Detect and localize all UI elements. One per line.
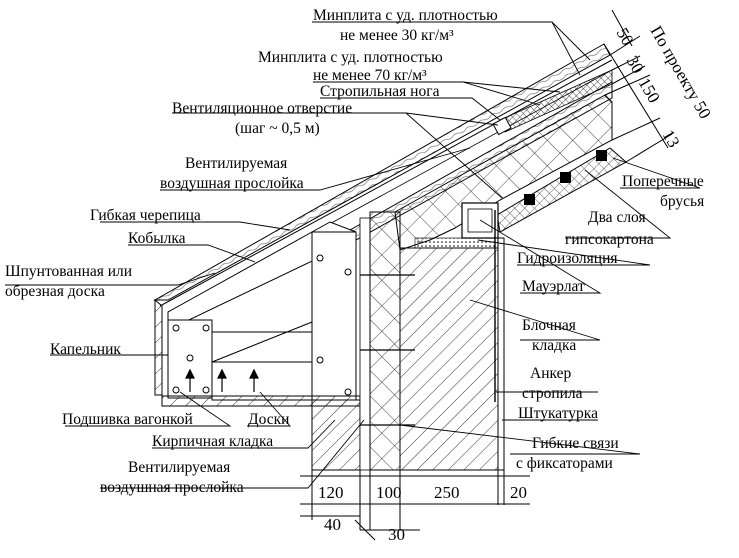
waterproofing-layer <box>414 237 499 249</box>
label-block-line1: Блочная <box>522 317 576 334</box>
label-vent-gap-top-line1: Вентилируемая <box>185 155 287 172</box>
sheathing-underside <box>159 59 613 307</box>
drip-edge <box>154 298 163 396</box>
eave-soffit <box>154 231 361 407</box>
label-kobylka: Кобылка <box>128 230 186 247</box>
label-block-line2: кладка <box>532 337 576 354</box>
label-gypsum-line2: гипсокартона <box>565 231 654 248</box>
label-minwool30-line1: Минплита с уд. плотностью <box>313 7 498 24</box>
dim-20: 20 <box>510 483 527 502</box>
dim-250: 250 <box>434 483 460 502</box>
roof-layers <box>153 43 627 331</box>
label-anchor-line1: Анкер <box>530 365 572 382</box>
dim-100: 100 <box>376 483 402 502</box>
label-boards: Доски <box>248 411 289 428</box>
label-rafter: Стропильная нога <box>320 83 440 100</box>
label-drip-edge: Капельник <box>50 341 121 358</box>
dim-120: 120 <box>318 483 344 502</box>
label-minwool70-line1: Минплита с уд. плотностью <box>258 49 443 66</box>
cross-bars <box>524 150 607 205</box>
horizontal-joist <box>211 331 318 363</box>
dim-r13: 13 <box>659 127 684 151</box>
label-board-line2: обрезная доска <box>5 283 105 300</box>
dim-r30: 30 <box>623 53 648 77</box>
label-waterproofing: Гидроизоляция <box>517 250 618 267</box>
label-vent-gap-bottom-line1: Вентилируемая <box>128 459 230 476</box>
label-ties-line1: Гибкие связи <box>532 435 619 452</box>
label-ties-line2: с фиксаторами <box>516 455 613 472</box>
label-shingles: Гибкая черепица <box>90 207 201 224</box>
label-anchor-line2: стропила <box>522 385 583 402</box>
joist-brace <box>211 319 318 363</box>
vent-air-gap <box>359 217 371 471</box>
dim-30: 30 <box>388 525 405 544</box>
brick-masonry <box>311 399 361 471</box>
label-brickwork: Кирпичная кладка <box>152 433 273 450</box>
dim-r50-top: 50 <box>613 25 638 49</box>
label-vent-gap-bottom-line2: воздушная прослойка <box>100 479 244 496</box>
label-gypsum-line1: Два слоя <box>588 209 646 226</box>
leader-lines <box>5 21 701 489</box>
label-plaster: Штукатурка <box>518 405 598 422</box>
label-minwool70-line2: не менее 70 кг/м³ <box>313 67 427 84</box>
flexible-ties <box>360 274 415 426</box>
bottom-dimensions <box>300 470 530 541</box>
minwool-30-insulation <box>394 94 613 251</box>
label-minwool30-line2: не менее 30 кг/м³ <box>340 27 454 44</box>
vent-hole <box>492 116 512 136</box>
wall-insulation <box>369 211 401 471</box>
vent-arrows <box>185 368 259 392</box>
label-soffit: Подшивка вагонкой <box>62 411 193 428</box>
wall-section <box>311 202 505 471</box>
label-vent-hole-line1: Вентиляционное отверстие <box>172 100 352 117</box>
label-cross-bars-line2: брусья <box>660 193 704 210</box>
label-cross-bars-line1: Поперечные <box>622 173 704 190</box>
label-vent-gap-top-line2: воздушная прослойка <box>160 175 304 192</box>
label-vent-hole-line2: (шаг ~ 0,5 м) <box>235 120 320 137</box>
labels: Минплита с уд. плотностью не менее 30 кг… <box>5 7 704 496</box>
label-board-line1: Шпунтованная или <box>5 263 132 280</box>
slope-dimensions <box>603 9 673 163</box>
bolts <box>172 254 352 396</box>
label-mauerlat: Мауэрлат <box>522 278 585 295</box>
dim-by-project: По проекту 50 <box>647 23 715 122</box>
plaster-layer <box>497 237 505 471</box>
block-masonry <box>399 247 499 471</box>
dim-40: 40 <box>324 515 341 534</box>
